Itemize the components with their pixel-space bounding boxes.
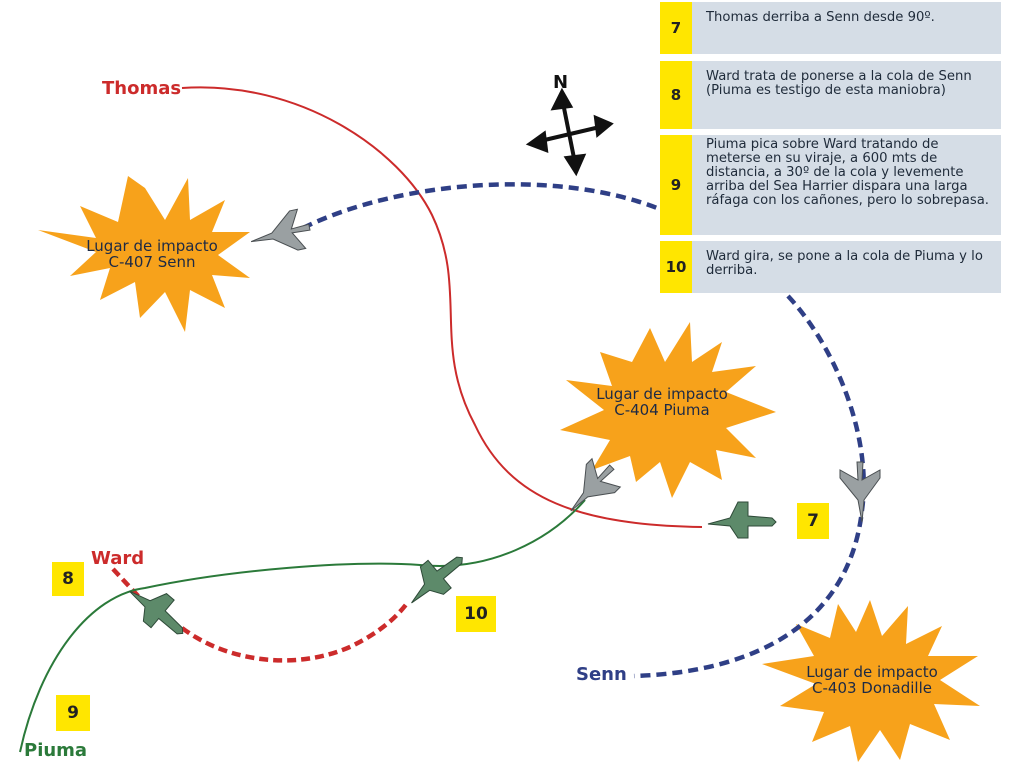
mirage-thomas-icon bbox=[570, 457, 622, 512]
legend-text: Ward trata de ponerse a la cola de Senn … bbox=[706, 69, 972, 98]
legend-number: 10 bbox=[660, 241, 692, 293]
legend-item-10: 10 Ward gira, se pone a la cola de Piuma… bbox=[660, 241, 1001, 293]
legend-text: Piuma pica sobre Ward tratando de meters… bbox=[706, 137, 989, 208]
impact-label-donadille: Lugar de impacto C-403 Donadille bbox=[782, 664, 962, 696]
impact-title: Lugar de impacto bbox=[806, 663, 938, 681]
dagger-piuma-icon bbox=[129, 590, 184, 635]
legend-item-8: 8 Ward trata de ponerse a la cola de Sen… bbox=[660, 61, 1001, 129]
piuma-flight-path bbox=[19, 499, 586, 753]
mirage-donadille-icon bbox=[839, 461, 881, 523]
senn-flight-path bbox=[302, 182, 663, 231]
marker-9: 9 bbox=[56, 695, 90, 731]
harrier-ward-icon bbox=[411, 556, 463, 604]
harrier-thomas-icon bbox=[707, 501, 777, 539]
impact-label-piuma: Lugar de impacto C-404 Piuma bbox=[572, 386, 752, 418]
legend-text: Ward gira, se pone a la cola de Piuma y … bbox=[706, 249, 983, 278]
ward-flight-path-lower bbox=[180, 600, 410, 663]
impact-label-senn: Lugar de impacto C-407 Senn bbox=[62, 238, 242, 270]
legend-number: 7 bbox=[660, 2, 692, 54]
impact-burst-piuma bbox=[560, 322, 776, 498]
pilot-label-ward: Ward bbox=[91, 548, 145, 569]
senn-flight-path-lower bbox=[633, 294, 866, 679]
impact-aircraft: C-404 Piuma bbox=[614, 401, 710, 419]
mirage-senn-icon bbox=[250, 208, 311, 251]
pilot-label-piuma: Piuma bbox=[24, 740, 88, 761]
impact-aircraft: C-403 Donadille bbox=[812, 679, 932, 697]
pilot-label-thomas: Thomas bbox=[102, 78, 182, 99]
impact-burst-senn bbox=[38, 176, 250, 332]
pilot-label-senn: Senn bbox=[576, 664, 627, 685]
compass-icon bbox=[525, 87, 614, 177]
ward-flight-path bbox=[111, 567, 142, 600]
compass-north-label: N bbox=[553, 72, 569, 93]
impact-aircraft: C-407 Senn bbox=[108, 253, 196, 271]
legend-text: Thomas derriba a Senn desde 90º. bbox=[706, 10, 935, 25]
impact-title: Lugar de impacto bbox=[86, 237, 218, 255]
legend-number: 8 bbox=[660, 61, 692, 129]
marker-7: 7 bbox=[797, 503, 829, 539]
legend-item-9: 9 Piuma pica sobre Ward tratando de mete… bbox=[660, 135, 1001, 235]
legend-number: 9 bbox=[660, 135, 692, 235]
impact-title: Lugar de impacto bbox=[596, 385, 728, 403]
marker-8: 8 bbox=[52, 562, 84, 596]
thomas-flight-path bbox=[181, 86, 703, 528]
marker-10: 10 bbox=[456, 596, 496, 632]
impact-burst-donadille bbox=[762, 600, 980, 762]
legend-item-7: 7 Thomas derriba a Senn desde 90º. bbox=[660, 2, 1001, 54]
